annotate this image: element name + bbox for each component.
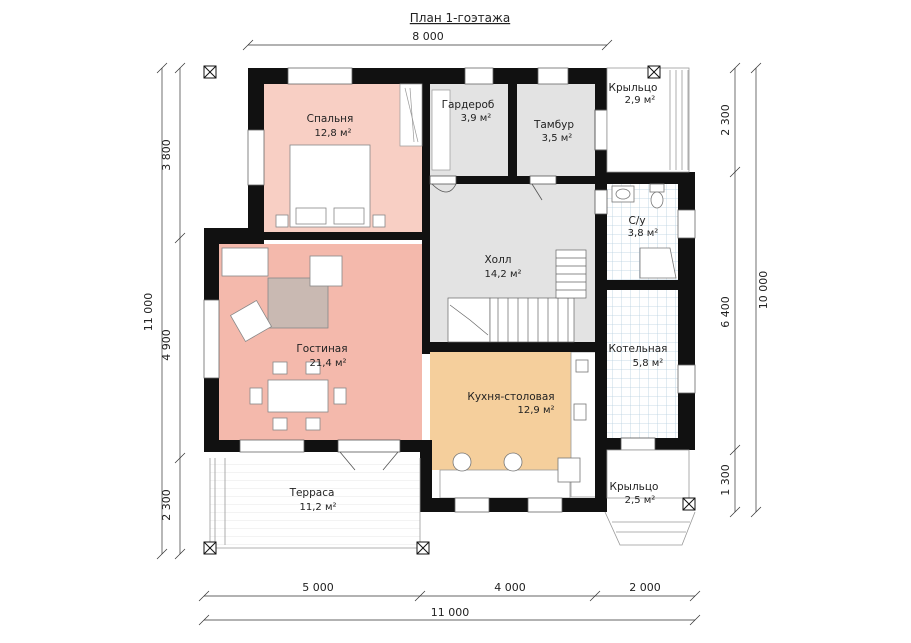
kitchen-counter-bottom <box>439 469 571 499</box>
columns <box>203 65 696 555</box>
boiler-name: Котельная <box>609 343 668 355</box>
porch-bottom-name: Крыльцо <box>610 481 659 493</box>
living-furniture <box>221 247 347 431</box>
vestibule-fill <box>517 84 595 176</box>
wardrobe-area: 3,9 м² <box>461 113 492 124</box>
dim-right-total: 10 000 <box>757 271 770 310</box>
dim-right-upper: 2 300 <box>719 104 732 136</box>
dim-bottom-left: 5 000 <box>302 581 334 594</box>
closet-icon <box>399 83 451 171</box>
wardrobe-name: Гардероб <box>442 99 495 111</box>
wc-fixtures <box>611 183 677 279</box>
bed-icon <box>275 144 386 228</box>
dim-bottom-total: 11 000 <box>431 606 470 619</box>
porch-bottom-area: 2,5 м² <box>625 495 656 506</box>
dim-right-lower: 1 300 <box>719 464 732 496</box>
dim-left-lower: 2 300 <box>160 489 173 521</box>
vestibule-name: Тамбур <box>533 119 574 131</box>
wc-name: С/у <box>628 215 645 227</box>
porch-top-area: 2,9 м² <box>625 95 656 106</box>
living-area: 21,4 м² <box>310 358 347 369</box>
doors <box>337 109 656 471</box>
living-name: Гостиная <box>296 343 347 355</box>
hall-name: Холл <box>484 254 511 266</box>
dim-left-mid: 4 900 <box>160 329 173 361</box>
porches <box>209 67 696 549</box>
dim-top: 8 000 <box>412 30 444 43</box>
vestibule-area: 3,5 м² <box>542 133 573 144</box>
dimension-lines <box>156 39 762 626</box>
dim-left-upper: 3 800 <box>160 139 173 171</box>
terrace-area: 11,2 м² <box>300 502 337 513</box>
dim-right-mid: 6 400 <box>719 296 732 328</box>
terrace-name: Терраса <box>289 487 335 499</box>
boiler-room-fill <box>605 290 678 438</box>
boiler-area: 5,8 м² <box>633 358 664 369</box>
kitchen-fixtures <box>452 359 589 483</box>
kitchen-name: Кухня-столовая <box>467 391 554 403</box>
porch-top-name: Крыльцо <box>609 82 658 94</box>
hall-area: 14,2 м² <box>485 269 522 280</box>
wc-area: 3,8 м² <box>628 228 659 239</box>
kitchen-fill <box>430 352 571 470</box>
terrace-fill <box>210 458 420 546</box>
bedroom-name: Спальня <box>307 113 354 125</box>
kitchen-area: 12,9 м² <box>518 405 555 416</box>
plan-title: План 1-гоэтажа <box>410 11 510 25</box>
dim-bottom-mid: 4 000 <box>494 581 526 594</box>
bedroom-area: 12,8 м² <box>315 128 352 139</box>
dim-left-total: 11 000 <box>142 293 155 332</box>
dim-bottom-right: 2 000 <box>629 581 661 594</box>
staircase-icon <box>447 249 587 343</box>
